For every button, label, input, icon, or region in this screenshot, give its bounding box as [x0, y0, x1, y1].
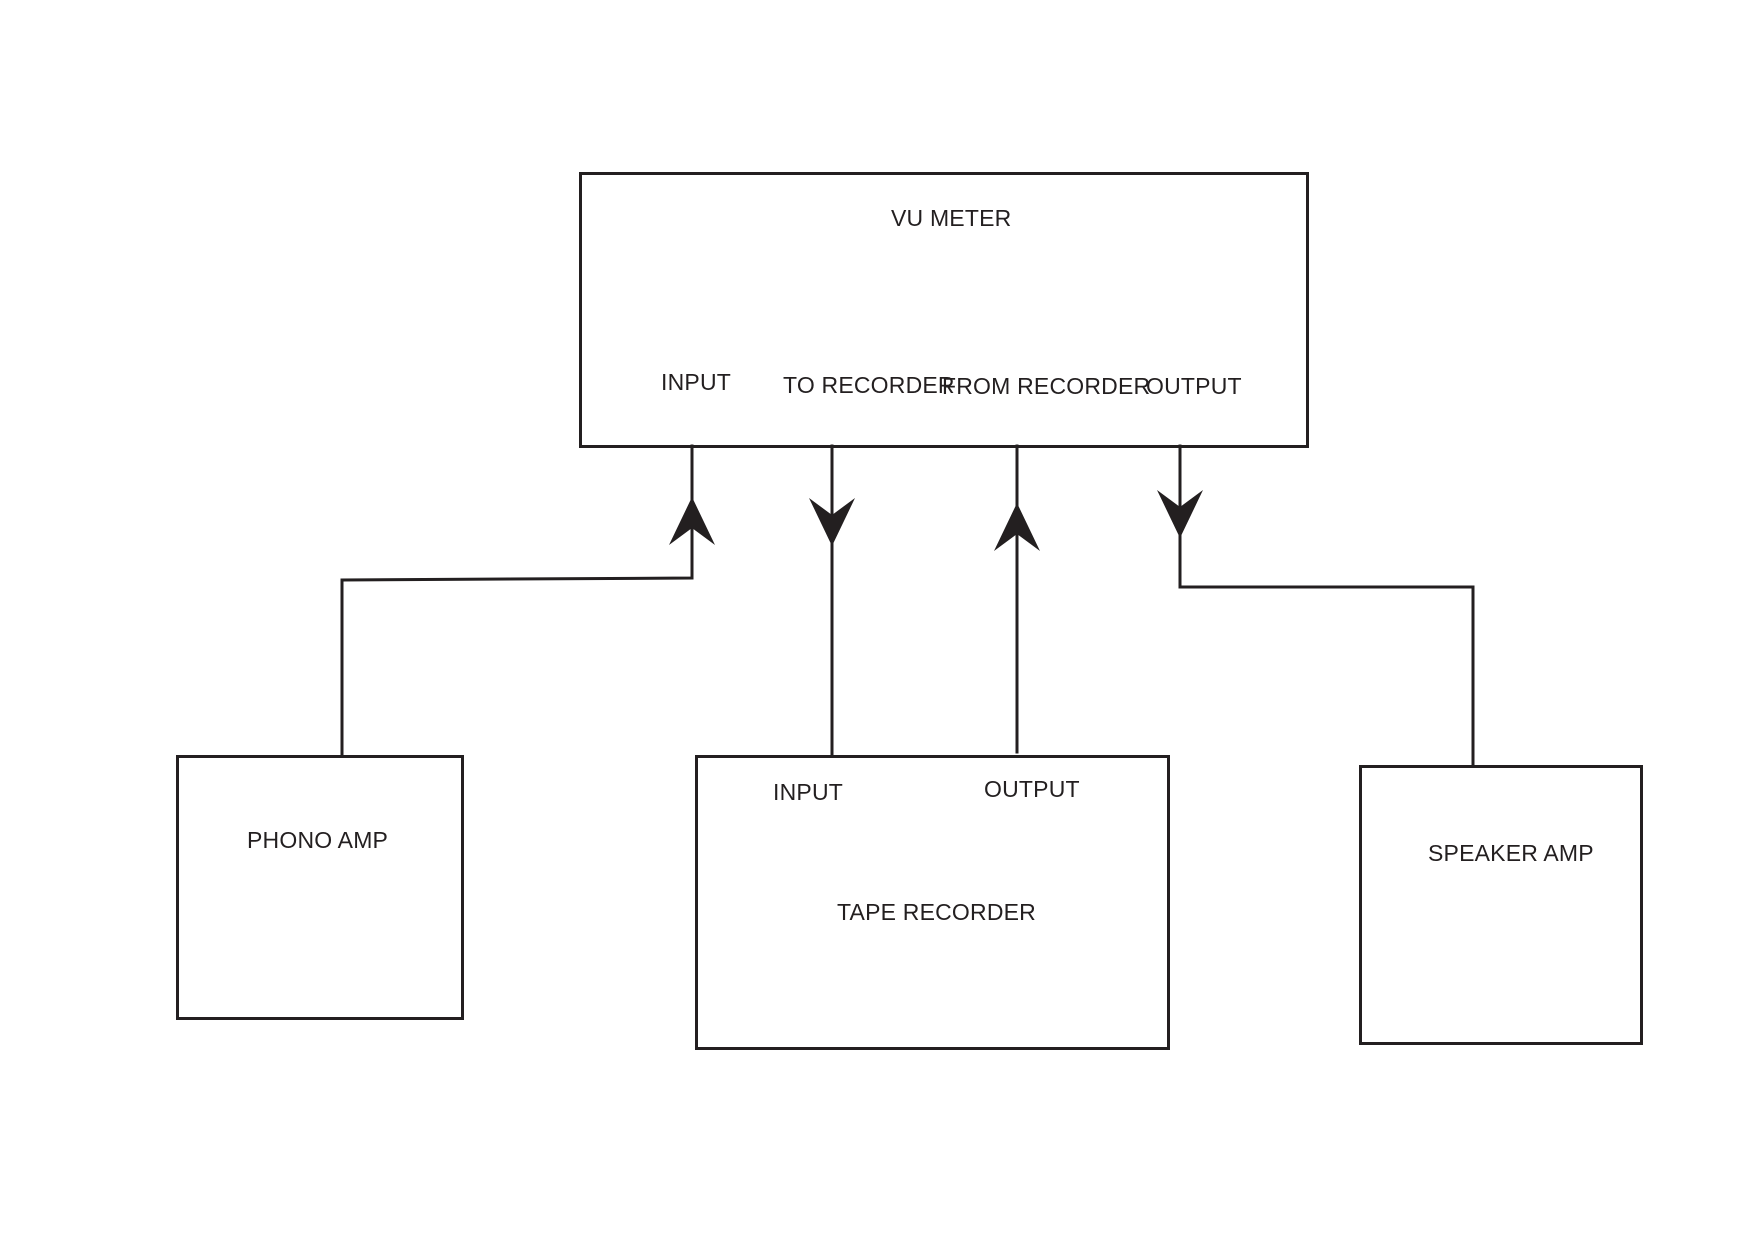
arrow-down-icon: [1157, 490, 1203, 538]
vu-meter-title: VU METER: [891, 205, 1012, 231]
arrow-down-icon: [809, 498, 855, 546]
speaker-amp-box: [1359, 765, 1643, 1045]
phono-amp-title: PHONO AMP: [247, 827, 389, 853]
arrow-up-icon: [994, 503, 1040, 551]
tape-port-output-label: OUTPUT: [984, 776, 1080, 802]
tape-recorder-title: TAPE RECORDER: [837, 899, 1036, 925]
tape-port-input-label: INPUT: [773, 779, 843, 805]
vu-meter-box: [579, 172, 1309, 448]
tape-recorder-box: [695, 755, 1170, 1050]
speaker-amp-title: SPEAKER AMP: [1428, 840, 1594, 866]
vu-port-input-label: INPUT: [661, 369, 731, 395]
vu-port-from-recorder-label: FROM RECORDER: [942, 373, 1151, 399]
phono-amp-box: [176, 755, 464, 1020]
vu-port-output-label: OUTPUT: [1146, 373, 1242, 399]
wire-vu-output-to-speaker: [1178, 444, 1475, 767]
wire-phono-to-vu-input: [340, 444, 694, 757]
vu-port-to-recorder-label: TO RECORDER: [783, 372, 955, 398]
arrow-up-icon: [669, 497, 715, 545]
